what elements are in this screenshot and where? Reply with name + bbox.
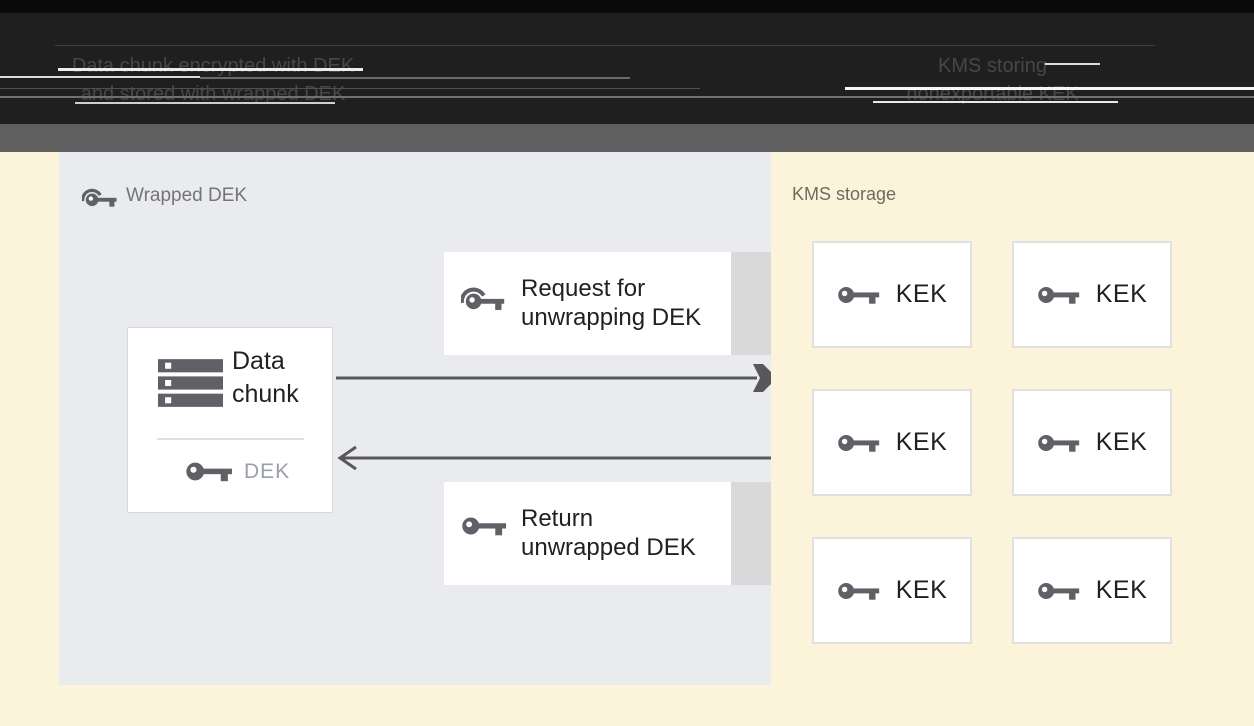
request-box-shadow-strip	[731, 252, 771, 355]
key-icon	[837, 282, 881, 308]
dek-label: DEK	[244, 460, 291, 483]
right-caption-line1: KMS storing	[938, 55, 1047, 77]
kek-box: KEK	[812, 537, 972, 644]
kek-box: KEK	[1012, 389, 1172, 496]
kek-box: KEK	[1012, 241, 1172, 348]
data-chunk-box: Data chunk DEK	[127, 327, 333, 513]
return-unwrapped-box: Return unwrapped DEK	[444, 482, 731, 585]
wrapped-key-icon	[82, 181, 118, 210]
request-box-text: Request for unwrapping DEK	[521, 274, 701, 332]
request-box-line2: unwrapping DEK	[521, 304, 702, 331]
return-box-line2: unwrapped DEK	[521, 534, 696, 561]
kek-label: KEK	[1095, 428, 1148, 456]
wrapped-dek-label: Wrapped DEK	[126, 185, 248, 206]
kek-label: KEK	[895, 428, 948, 456]
data-chunk-title: Data chunk	[232, 345, 299, 411]
data-chunk-title-line1: Data	[232, 347, 285, 375]
header-top-strip	[0, 0, 1254, 13]
key-icon	[461, 512, 508, 540]
left-caption-line2: and stored with wrapped DEK	[80, 83, 346, 105]
header-bar: Data chunk encrypted with DEK and stored…	[0, 0, 1254, 124]
data-chunk-icon	[158, 359, 223, 407]
kek-box: KEK	[812, 241, 972, 348]
request-unwrap-box: Request for unwrapping DEK	[444, 252, 731, 355]
return-arrow-left	[337, 445, 771, 471]
right-caption: KMS storing nonexportable KEK	[840, 52, 1145, 108]
divider	[157, 438, 304, 440]
kms-storage-label: KMS storage	[792, 184, 897, 204]
kek-box: KEK	[812, 389, 972, 496]
wrapped-key-icon	[461, 278, 506, 314]
kek-label: KEK	[895, 576, 948, 604]
key-icon	[185, 457, 234, 486]
key-icon	[837, 578, 881, 604]
key-icon	[1037, 578, 1081, 604]
return-box-shadow-strip	[731, 482, 771, 585]
key-icon	[1037, 282, 1081, 308]
kek-label: KEK	[895, 280, 948, 308]
kek-box: KEK	[1012, 537, 1172, 644]
request-box-line1: Request for	[521, 275, 646, 302]
left-caption: Data chunk encrypted with DEK and stored…	[58, 52, 368, 108]
request-arrow-right	[336, 364, 771, 392]
return-box-line1: Return	[521, 505, 594, 532]
right-caption-line2: nonexportable KEK	[906, 83, 1079, 105]
kek-label: KEK	[1095, 576, 1148, 604]
data-chunk-title-line2: chunk	[232, 380, 299, 408]
header-gray-band	[0, 124, 1254, 152]
glitch-line	[55, 45, 1155, 46]
left-caption-line1: Data chunk encrypted with DEK	[71, 55, 355, 77]
key-icon	[837, 430, 881, 456]
return-box-text: Return unwrapped DEK	[521, 504, 696, 562]
key-icon	[1037, 430, 1081, 456]
kek-label: KEK	[1095, 280, 1148, 308]
